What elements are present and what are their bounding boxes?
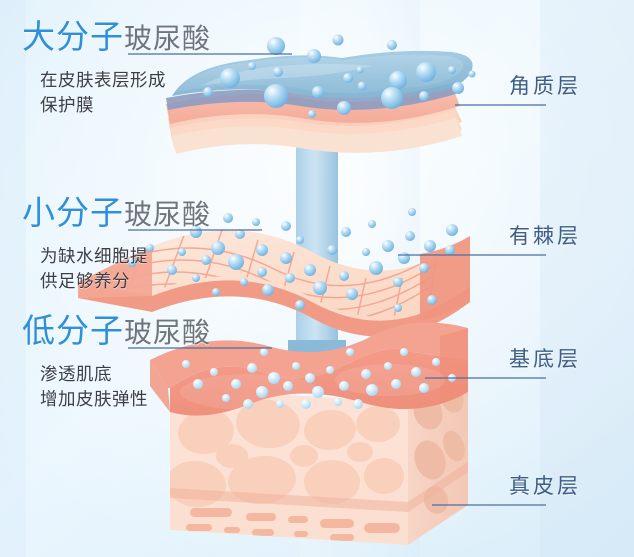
label-highlight-small-molecule: 小分子 bbox=[22, 196, 124, 232]
label-rest-macromolecule: 玻尿酸 bbox=[124, 24, 212, 55]
label-title-macromolecule: 大分子玻尿酸 bbox=[22, 22, 211, 55]
label-title-low-molecule: 低分子玻尿酸 bbox=[22, 316, 211, 349]
label-block-small-molecule: 小分子玻尿酸 为缺水细胞提 供足够养分 bbox=[22, 198, 211, 295]
label-rest-low-molecule: 玻尿酸 bbox=[124, 318, 212, 349]
label-title-small-molecule: 小分子玻尿酸 bbox=[22, 198, 211, 231]
desc-line: 增加皮肤弹性 bbox=[40, 389, 148, 410]
right-label-dermis-layer: 真皮层 bbox=[509, 474, 581, 498]
desc-line: 保护膜 bbox=[40, 95, 94, 116]
right-label-stratum-corneum: 角质层 bbox=[509, 74, 581, 98]
label-desc-macromolecule: 在皮肤表层形成 保护膜 bbox=[40, 68, 211, 119]
label-highlight-macromolecule: 大分子 bbox=[22, 20, 124, 56]
label-highlight-low-molecule: 低分子 bbox=[22, 314, 124, 350]
layer-stratum-corneum bbox=[166, 50, 473, 154]
connector-lines bbox=[128, 53, 546, 506]
desc-line: 在皮肤表层形成 bbox=[40, 70, 166, 90]
desc-line: 为缺水细胞提 bbox=[40, 246, 148, 266]
label-desc-low-molecule: 渗透肌底 增加皮肤弹性 bbox=[40, 362, 211, 413]
layer-dermis-block bbox=[150, 322, 468, 545]
right-label-stratum-spinosum: 有棘层 bbox=[509, 224, 581, 248]
droplet-cluster-bottom bbox=[182, 348, 456, 409]
right-label-basal-layer: 基底层 bbox=[509, 347, 581, 371]
droplet-cluster-top bbox=[203, 34, 476, 118]
desc-line: 供足够养分 bbox=[40, 271, 130, 292]
label-desc-small-molecule: 为缺水细胞提 供足够养分 bbox=[40, 244, 211, 295]
label-block-low-molecule: 低分子玻尿酸 渗透肌底 增加皮肤弹性 bbox=[22, 316, 211, 413]
label-rest-small-molecule: 玻尿酸 bbox=[124, 200, 212, 231]
desc-line: 渗透肌底 bbox=[40, 364, 112, 384]
droplet-cluster-middle bbox=[127, 208, 458, 312]
label-block-macromolecule: 大分子玻尿酸 在皮肤表层形成 保护膜 bbox=[22, 22, 211, 119]
